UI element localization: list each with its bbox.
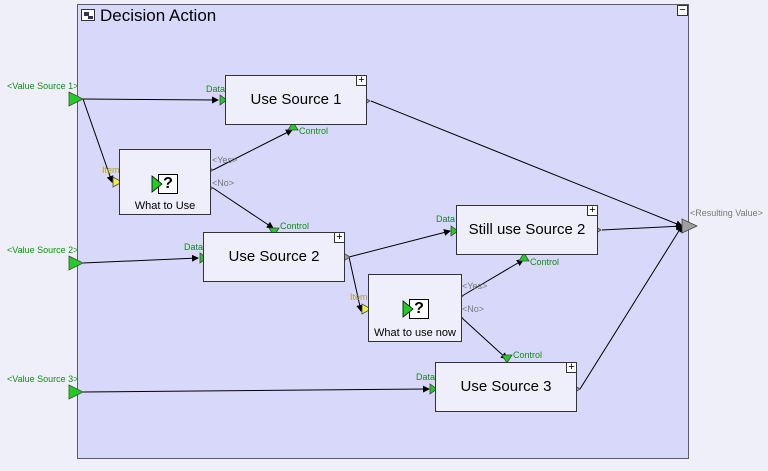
decision-caption: What to Use bbox=[134, 200, 196, 212]
edge-source1-to-use-source-1 bbox=[82, 96, 219, 104]
use-source-1-data-port bbox=[219, 94, 228, 106]
source-1-port bbox=[68, 91, 84, 107]
use-source-2-node[interactable]: Use Source 2 + bbox=[203, 232, 345, 282]
value-source-2-label: <Value Source 2> bbox=[7, 245, 79, 255]
value-source-3-label: <Value Source 3> bbox=[7, 374, 79, 384]
value-source-1-label: <Value Source 1> bbox=[7, 81, 79, 91]
use-source-3-data-label: Data bbox=[416, 372, 436, 382]
use-source-2-data-label: Data bbox=[184, 242, 204, 252]
use-source-3-control-port bbox=[501, 354, 513, 364]
source-2-port bbox=[68, 255, 84, 271]
expand-button[interactable]: + bbox=[566, 362, 577, 373]
edge-no-to-control-2 bbox=[212, 187, 274, 229]
edge-still-use-to-result bbox=[601, 222, 683, 231]
node-label: Use Source 1 bbox=[250, 91, 342, 108]
use-source-3-control-label: Control bbox=[513, 350, 543, 360]
still-use-control-port bbox=[518, 252, 530, 262]
expand-button[interactable]: + bbox=[356, 75, 367, 86]
still-use-control-label: Control bbox=[530, 257, 560, 267]
what-to-use-yes-label: <Yes> bbox=[212, 155, 238, 165]
use-source-3-data-port bbox=[429, 383, 438, 395]
edge-source1-to-what-to-use bbox=[82, 98, 114, 183]
resulting-value-label: <Resulting Value> bbox=[690, 208, 763, 218]
what-to-use-now-yes-label: <Yes> bbox=[462, 281, 488, 291]
use-source-3-node[interactable]: Use Source 3 + bbox=[435, 362, 577, 412]
what-to-use-now-node[interactable]: ? What to use now bbox=[368, 274, 462, 342]
action-icon bbox=[81, 9, 95, 21]
what-to-use-item-label: Item bbox=[102, 165, 120, 175]
node-label: Still use Source 2 bbox=[468, 221, 586, 238]
still-use-source-2-node[interactable]: Still use Source 2 + bbox=[456, 205, 598, 255]
what-to-use-no-label: <No> bbox=[212, 178, 235, 188]
question-mark-icon: ? bbox=[409, 299, 429, 319]
use-source-1-control-label: Control bbox=[299, 126, 329, 136]
decision-caption: What to use now bbox=[374, 327, 456, 339]
play-icon bbox=[402, 300, 414, 318]
diagram-title: Decision Action bbox=[100, 6, 217, 25]
edge-yes-to-control-1 bbox=[212, 129, 293, 171]
edge-yes-to-control-still bbox=[461, 259, 524, 297]
node-label: Use Source 2 bbox=[228, 248, 320, 265]
use-source-2-control-label: Control bbox=[280, 221, 310, 231]
edge-no-to-control-3 bbox=[461, 317, 508, 360]
edge-source3-to-use-source-3 bbox=[82, 385, 430, 393]
node-label: Use Source 3 bbox=[460, 378, 552, 395]
edge-use-source-2-to-what-to-use-now bbox=[348, 256, 364, 312]
edge-use-source-1-to-result bbox=[370, 100, 683, 228]
still-use-data-port bbox=[450, 225, 459, 237]
use-source-1-node[interactable]: Use Source 1 + bbox=[225, 75, 367, 125]
what-to-use-now-no-label: <No> bbox=[462, 304, 485, 314]
what-to-use-node[interactable]: ? What to Use bbox=[119, 149, 211, 215]
result-port bbox=[681, 218, 698, 234]
use-source-1-control-port bbox=[287, 121, 299, 131]
what-to-use-now-item-label: Item bbox=[350, 292, 368, 302]
edge-use-source-3-to-result bbox=[579, 225, 683, 390]
collapse-button[interactable]: − bbox=[677, 5, 688, 16]
use-source-1-data-label: Data bbox=[206, 84, 226, 94]
still-use-data-label: Data bbox=[436, 214, 456, 224]
edge-use-source-2-to-still-use bbox=[348, 229, 451, 258]
expand-button[interactable]: + bbox=[587, 205, 598, 216]
play-icon bbox=[151, 175, 163, 193]
what-to-use-now-item-port bbox=[361, 303, 372, 315]
source-3-port bbox=[68, 384, 84, 400]
what-to-use-item-port bbox=[112, 176, 123, 188]
edge-source2-to-use-source-2 bbox=[82, 254, 199, 264]
expand-button[interactable]: + bbox=[334, 232, 345, 243]
